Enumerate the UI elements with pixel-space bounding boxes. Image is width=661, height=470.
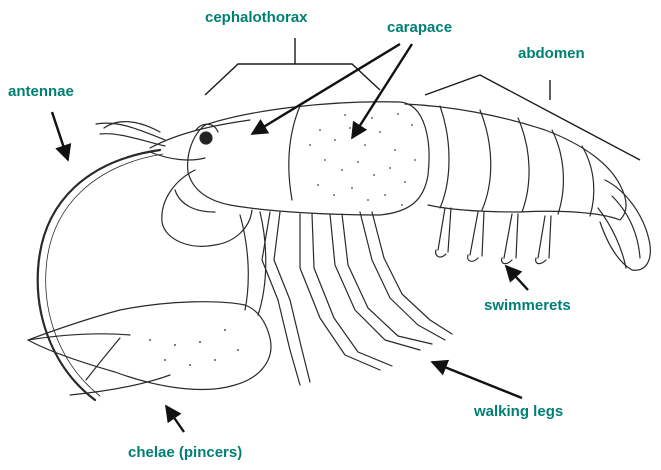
label-abdomen: abdomen	[518, 46, 585, 61]
eye	[200, 132, 212, 144]
carapace-texture	[309, 113, 416, 206]
chela	[28, 302, 271, 390]
tail-fan	[600, 180, 650, 270]
abdomen-bracket	[425, 75, 640, 160]
swimmerets-drawing	[436, 208, 551, 264]
label-cephalothorax: cephalothorax	[205, 10, 308, 25]
arrow-chelae	[166, 406, 184, 432]
label-walking-legs: walking legs	[474, 404, 563, 419]
arrow-antennae	[52, 112, 68, 160]
arrow-carapace-body	[352, 44, 412, 138]
label-swimmerets: swimmerets	[484, 298, 571, 313]
arrow-walking-legs	[432, 362, 522, 398]
arrow-swimmerets	[506, 266, 528, 290]
walking-legs-drawing	[262, 212, 452, 385]
label-antennae: antennae	[8, 84, 74, 99]
cheliped-arm	[162, 170, 252, 246]
antenna-whip	[38, 150, 160, 400]
arrow-carapace-head	[252, 44, 400, 134]
arrows	[52, 44, 528, 432]
rostrum	[150, 120, 250, 148]
crayfish-illustration	[28, 102, 650, 400]
label-carapace: carapace	[387, 20, 452, 35]
cephalothorax-bracket	[205, 38, 380, 95]
label-chelae: chelae (pincers)	[128, 445, 242, 460]
carapace-outline	[188, 102, 429, 215]
